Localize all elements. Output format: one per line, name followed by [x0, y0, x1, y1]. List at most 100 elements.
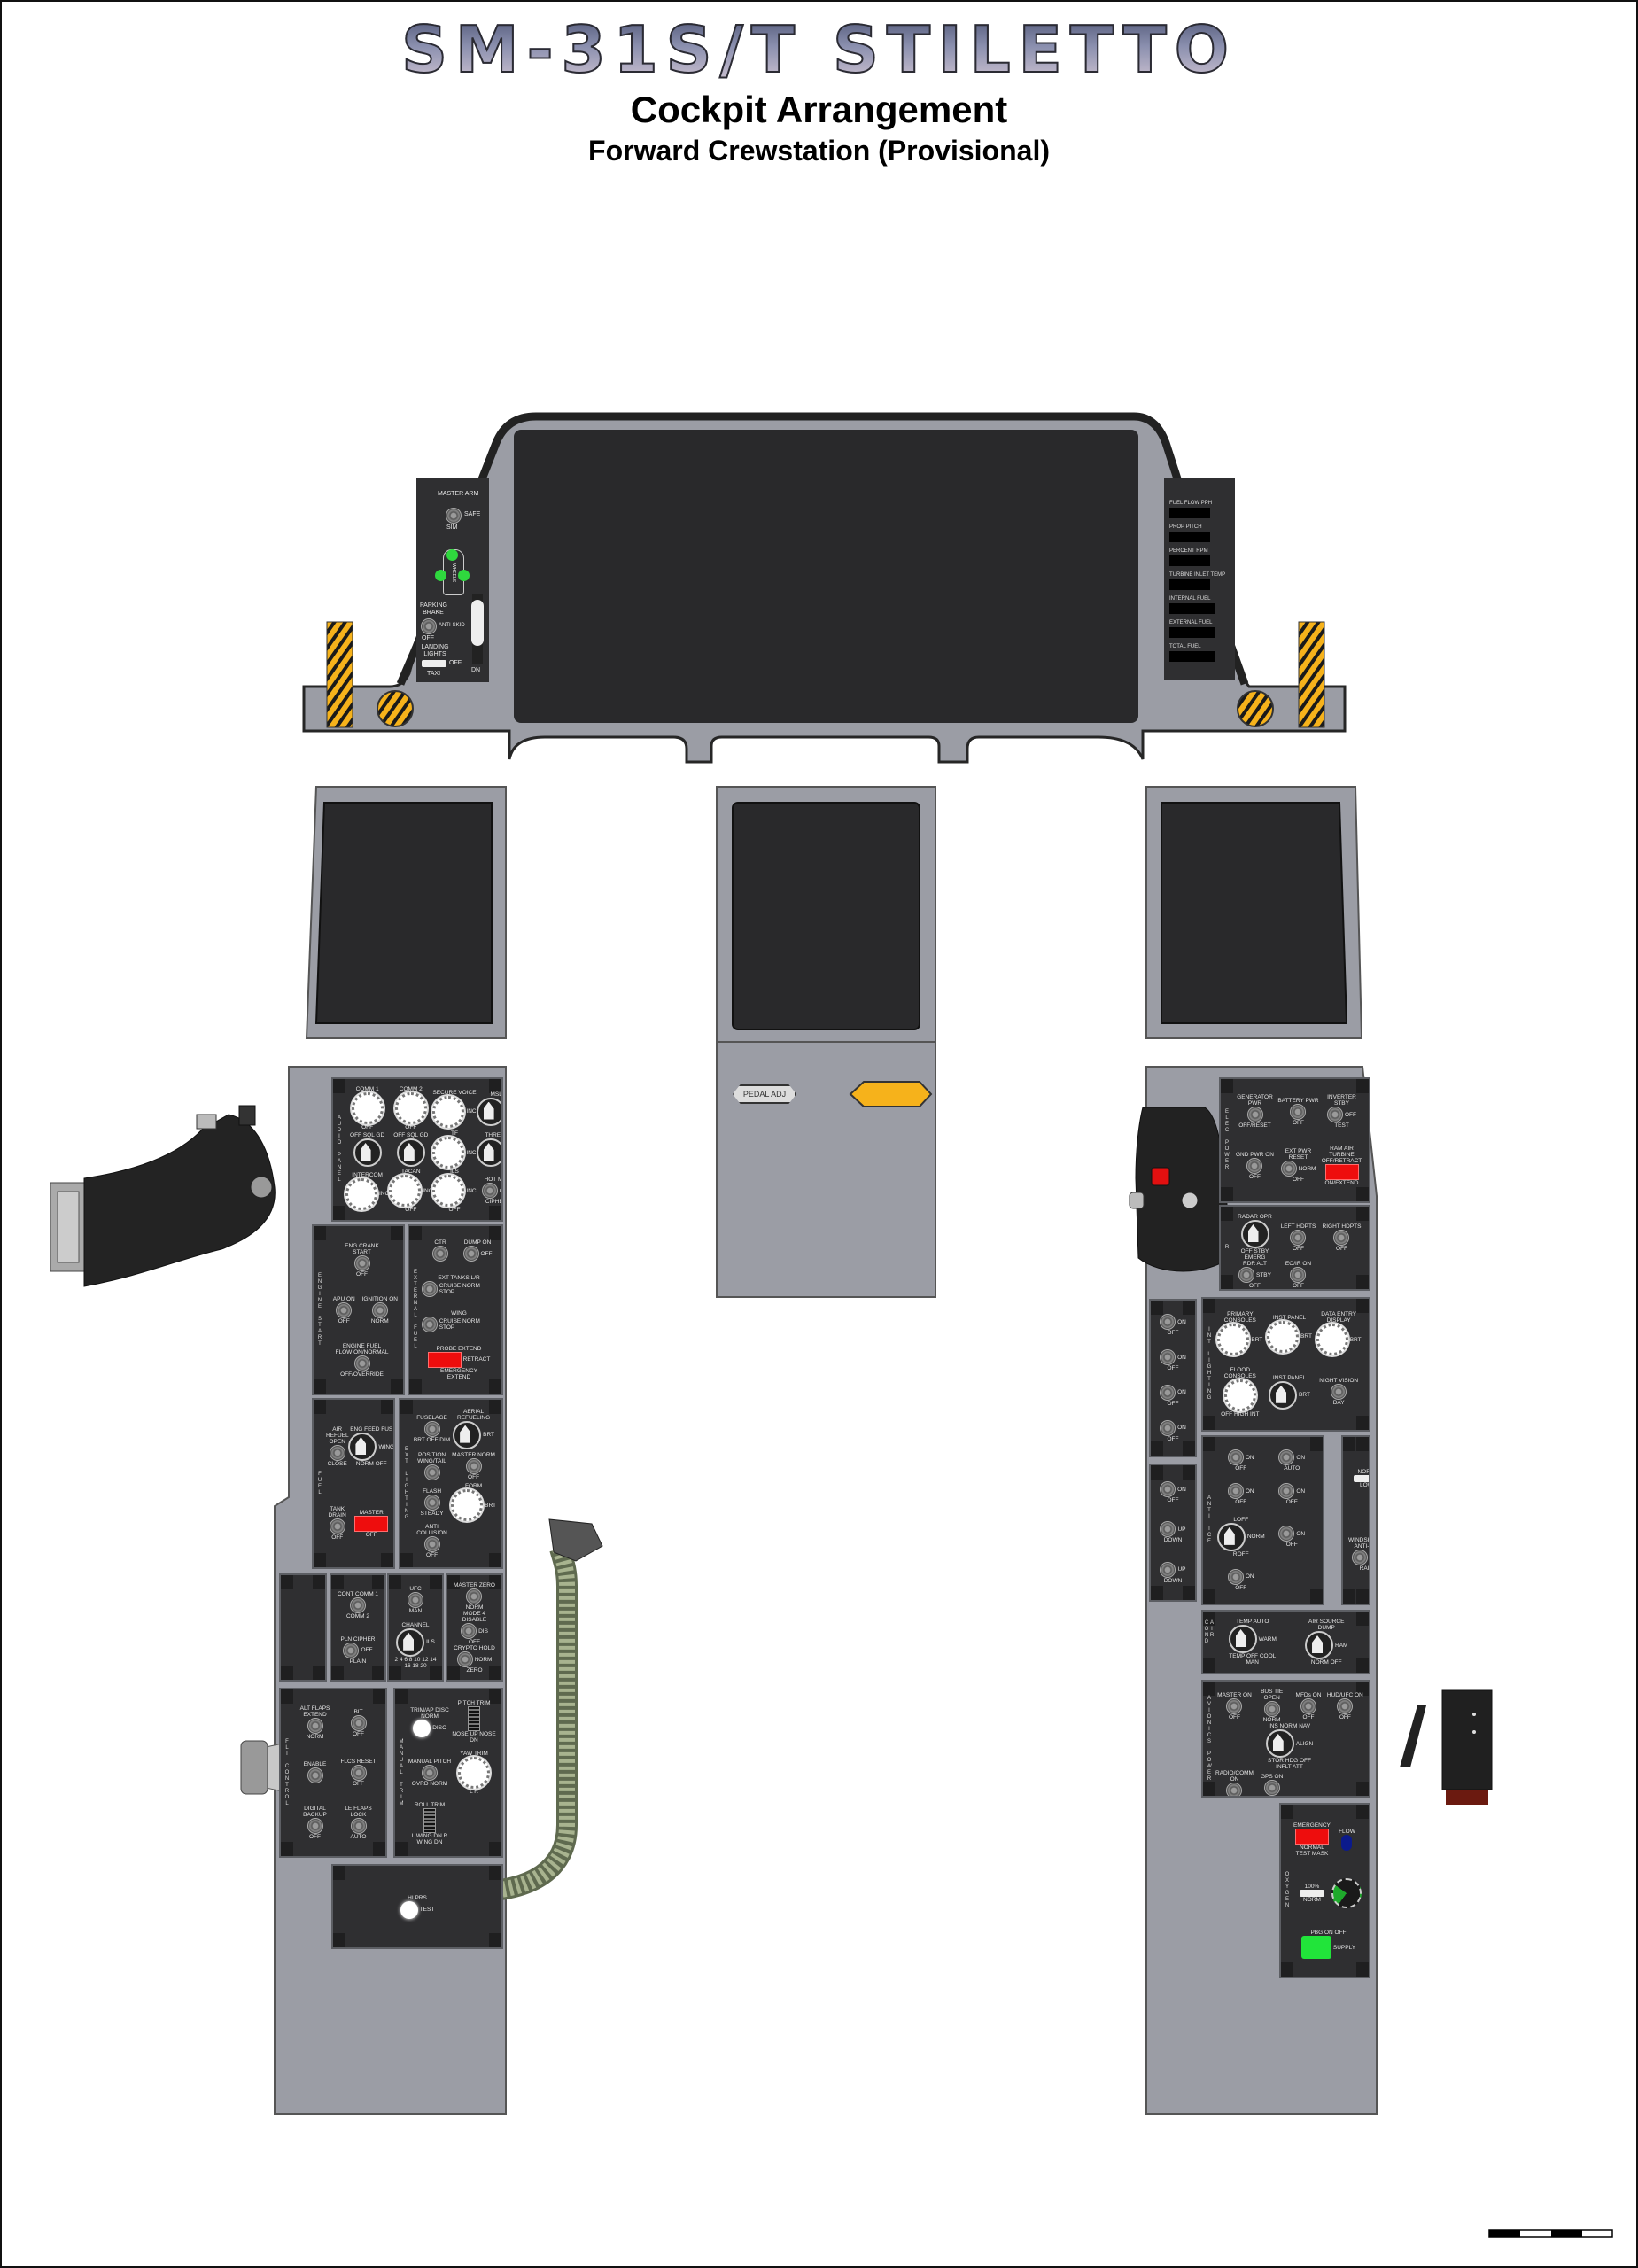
- guard-control[interactable]: [427, 1351, 462, 1368]
- slider-control[interactable]: [1354, 1474, 1369, 1482]
- toggle-control[interactable]: [329, 1518, 345, 1534]
- toggle-control[interactable]: [1160, 1481, 1176, 1498]
- light-control[interactable]: [400, 1900, 418, 1919]
- toggle-control[interactable]: [1337, 1697, 1354, 1714]
- rotary-control[interactable]: [353, 1138, 382, 1167]
- knob-control[interactable]: [432, 1095, 465, 1128]
- light-control[interactable]: [413, 1719, 431, 1737]
- toggle-control[interactable]: [1246, 1157, 1263, 1174]
- knob-control[interactable]: [432, 1137, 465, 1169]
- knob-control[interactable]: [351, 1092, 384, 1124]
- toggle-control[interactable]: [1278, 1483, 1295, 1500]
- toggle-control[interactable]: [307, 1767, 323, 1784]
- rotary-control[interactable]: [1228, 1625, 1257, 1653]
- wheel-control[interactable]: [423, 1808, 436, 1833]
- toggle-control[interactable]: [1160, 1349, 1176, 1366]
- toggle-control[interactable]: [432, 1246, 448, 1262]
- landing-gear-handle[interactable]: [471, 600, 484, 646]
- rotary-control[interactable]: [396, 1627, 425, 1657]
- slider-control[interactable]: [1299, 1890, 1324, 1897]
- toggle-control[interactable]: [423, 1464, 440, 1480]
- toggle-control[interactable]: [1300, 1697, 1316, 1714]
- rotary-control[interactable]: [1216, 1522, 1246, 1551]
- toggle-control[interactable]: [423, 1420, 440, 1437]
- toggle-control[interactable]: [1238, 1267, 1254, 1283]
- toggle-control[interactable]: [461, 1623, 477, 1639]
- toggle-control[interactable]: [1280, 1161, 1297, 1177]
- toggle-control[interactable]: [1351, 1550, 1368, 1566]
- toggle-control[interactable]: [1290, 1267, 1307, 1283]
- toggle-control[interactable]: [1227, 1483, 1244, 1500]
- toggle-control[interactable]: [371, 1301, 388, 1318]
- toggle-control[interactable]: [1263, 1701, 1280, 1717]
- toggle-control[interactable]: [1160, 1419, 1176, 1436]
- toggle-control[interactable]: [456, 1651, 473, 1667]
- knob-control[interactable]: [394, 1092, 427, 1124]
- rotary-control[interactable]: [348, 1433, 377, 1461]
- rotary-control[interactable]: [1265, 1729, 1294, 1758]
- greenbtn-control[interactable]: [1300, 1936, 1331, 1959]
- toggle-control[interactable]: [353, 1355, 370, 1371]
- toggle-control[interactable]: [462, 1246, 479, 1262]
- toggle-control[interactable]: [350, 1817, 367, 1834]
- toggle-control[interactable]: [408, 1592, 423, 1609]
- toggle-control[interactable]: [1227, 1449, 1244, 1466]
- toggle-control[interactable]: [1160, 1561, 1176, 1578]
- toggle-control[interactable]: [1333, 1229, 1350, 1246]
- knob-control[interactable]: [1267, 1320, 1300, 1353]
- toggle-control[interactable]: [422, 1765, 438, 1781]
- toggle-control[interactable]: [481, 1183, 498, 1199]
- rotary-control[interactable]: [396, 1138, 425, 1167]
- toggle-control[interactable]: [1278, 1526, 1295, 1542]
- toggle-control[interactable]: [343, 1642, 360, 1658]
- knob-control[interactable]: [1223, 1379, 1256, 1411]
- landing-lights-switch[interactable]: [422, 660, 446, 667]
- knob-control[interactable]: [389, 1175, 422, 1207]
- toggle-control[interactable]: [1226, 1697, 1243, 1714]
- knob-control[interactable]: [451, 1489, 484, 1522]
- guard-control[interactable]: [1324, 1163, 1359, 1180]
- toggle-control[interactable]: [329, 1445, 345, 1461]
- knob-control[interactable]: [1217, 1324, 1250, 1356]
- toggle-control[interactable]: [1290, 1103, 1307, 1120]
- rotary-control[interactable]: [476, 1138, 501, 1167]
- toggle-control[interactable]: [349, 1596, 366, 1613]
- rotary-control[interactable]: [476, 1097, 501, 1126]
- toggle-control[interactable]: [350, 1714, 367, 1731]
- toggle-control[interactable]: [1160, 1314, 1176, 1331]
- toggle-control[interactable]: [1331, 1384, 1347, 1401]
- toggle-control[interactable]: [422, 1316, 438, 1332]
- toggle-control[interactable]: [353, 1254, 370, 1271]
- knob-control[interactable]: [458, 1757, 490, 1789]
- parking-brake-switch[interactable]: [421, 618, 437, 634]
- toggle-control[interactable]: [423, 1494, 440, 1511]
- toggle-control[interactable]: [1160, 1521, 1176, 1538]
- master-arm-switch[interactable]: [446, 508, 462, 524]
- rotary-control[interactable]: [1269, 1380, 1298, 1410]
- toggle-control[interactable]: [336, 1301, 353, 1318]
- toggle-control[interactable]: [1290, 1229, 1307, 1246]
- toggle-control[interactable]: [1160, 1384, 1176, 1401]
- toggle-control[interactable]: [307, 1817, 323, 1834]
- toggle-control[interactable]: [1246, 1107, 1263, 1123]
- wheel-control[interactable]: [468, 1706, 480, 1731]
- toggle-control[interactable]: [1226, 1783, 1243, 1796]
- toggle-control[interactable]: [423, 1536, 440, 1553]
- toggle-control[interactable]: [1327, 1107, 1343, 1123]
- toggle-control[interactable]: [1263, 1779, 1280, 1796]
- toggle-control[interactable]: [466, 1588, 483, 1604]
- toggle-control[interactable]: [1227, 1568, 1244, 1585]
- toggle-control[interactable]: [307, 1718, 323, 1735]
- toggle-control[interactable]: [350, 1764, 367, 1781]
- rotary-control[interactable]: [1240, 1220, 1269, 1248]
- pedal-adjust-button[interactable]: PEDAL ADJ: [733, 1084, 796, 1104]
- toggle-control[interactable]: [422, 1281, 438, 1298]
- knob-control[interactable]: [432, 1175, 465, 1207]
- rotary-control[interactable]: [453, 1420, 482, 1449]
- guard-control[interactable]: [1294, 1829, 1329, 1845]
- guard-control[interactable]: [354, 1515, 389, 1532]
- rotary-control[interactable]: [1305, 1631, 1334, 1659]
- toggle-control[interactable]: [1278, 1449, 1295, 1466]
- toggle-control[interactable]: [465, 1457, 482, 1474]
- knob-control[interactable]: [1316, 1324, 1348, 1356]
